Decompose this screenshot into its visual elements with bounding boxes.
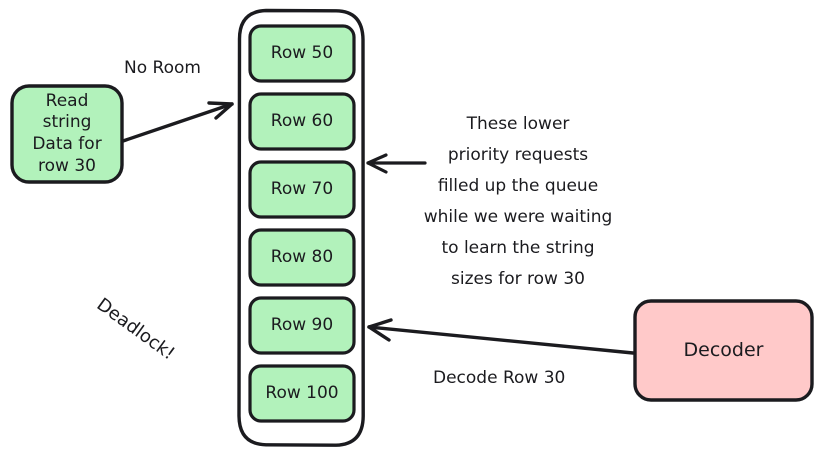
queue-item-box[interactable] bbox=[248, 228, 356, 287]
decoder-box[interactable] bbox=[633, 299, 814, 402]
queue-item-box[interactable] bbox=[248, 296, 356, 355]
queue-item-boxes bbox=[248, 24, 356, 423]
queue-item-box[interactable] bbox=[248, 364, 356, 423]
read-request-box[interactable] bbox=[10, 84, 124, 184]
queue-item-box[interactable] bbox=[248, 92, 356, 151]
queue-fill-arrow bbox=[366, 153, 427, 174]
decode-row-arrow bbox=[367, 318, 635, 355]
queue-item-box[interactable] bbox=[248, 160, 356, 219]
queue-container bbox=[237, 8, 365, 447]
no-room-arrow bbox=[121, 101, 234, 143]
queue-item-box[interactable] bbox=[248, 24, 356, 83]
